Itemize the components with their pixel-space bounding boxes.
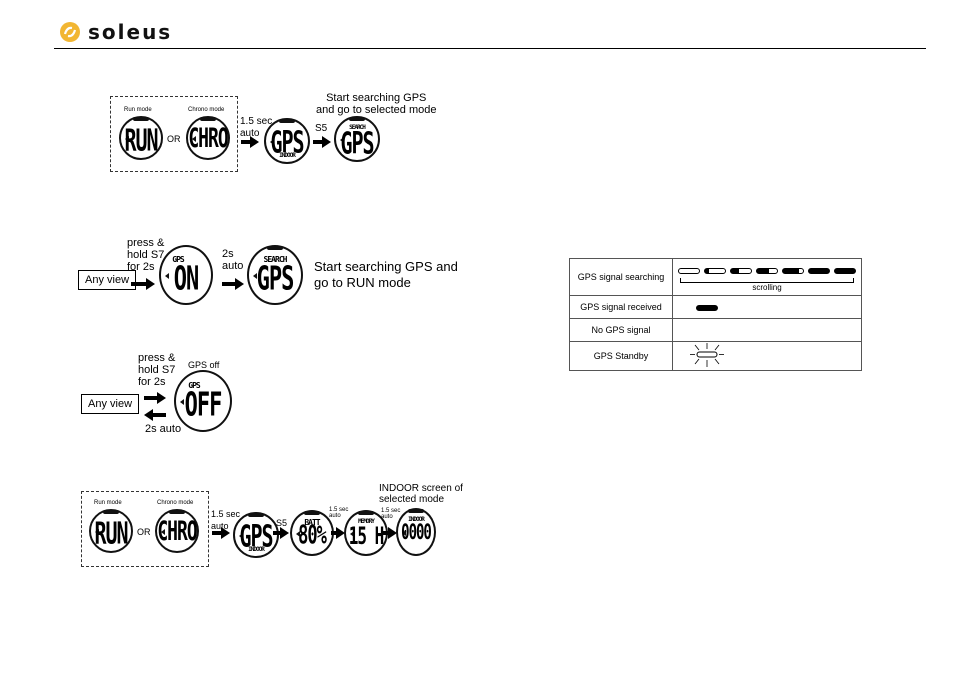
bar-fill-3-icon: [756, 268, 778, 275]
watch-search-run: SEARCH GPS: [247, 245, 303, 305]
arrow-right-icon: [144, 392, 166, 404]
row-label: No GPS signal: [569, 318, 673, 342]
gps-display: GPS: [239, 518, 273, 554]
row-label: GPS signal searching: [569, 258, 673, 296]
step2-label: S5: [276, 518, 288, 528]
step2-label: S5: [315, 123, 328, 134]
chrono-mode-label: Chrono mode: [157, 500, 194, 506]
brand-name: soleus: [88, 20, 173, 44]
step1-label: 1.5 sec auto: [211, 509, 241, 531]
any-view-box: Any view: [81, 394, 140, 414]
arrow-left-icon: [144, 409, 166, 421]
run-display: RUN: [94, 515, 128, 551]
watch-gps-on: GPS ON: [159, 245, 213, 305]
gps-signal-table: GPS signal searching scrolling GPS signa…: [569, 258, 862, 371]
watch-gps-indoor: GPS INDOOR: [264, 118, 310, 164]
bar-empty-icon: [678, 268, 700, 275]
search-display: GPS: [256, 260, 295, 299]
back-label: 2s auto: [145, 423, 182, 435]
watch-search: SEARCH GPS: [334, 116, 380, 162]
run-mode-label: Run mode: [124, 107, 152, 113]
gps-on-title: GPS: [172, 255, 184, 264]
brand-logo: soleus: [60, 20, 172, 44]
received-indicator: [672, 295, 862, 319]
bar-fill-4-icon: [782, 268, 804, 275]
watch-chrono: CHRO: [155, 509, 199, 553]
bar-fill-1-icon: [704, 268, 726, 275]
bar-fill-2-icon: [730, 268, 752, 275]
gps-off-label: GPS off: [188, 360, 220, 370]
bar-full-icon: [808, 268, 830, 275]
indoor-display: 0000: [401, 521, 432, 545]
watch-indoor: INDOOR 0000: [396, 508, 436, 556]
off-display: OFF: [184, 386, 223, 425]
mode-select-box-1: [110, 96, 238, 172]
chrono-display: CHRO: [188, 122, 228, 155]
flow2-caption: Start searching GPS and go to RUN mode: [314, 259, 458, 290]
watch-chrono: CHRO: [186, 116, 230, 160]
run-display: RUN: [124, 122, 158, 158]
any-view-box: Any view: [78, 270, 137, 290]
search-title: SEARCH: [349, 124, 366, 131]
gps-sub-display: INDOOR: [248, 546, 265, 553]
flow4-caption: INDOOR screen of selected mode: [379, 483, 463, 505]
gps-off-title: GPS: [188, 381, 200, 390]
scroll-brace-icon: [680, 277, 854, 283]
or-text: OR: [137, 527, 151, 537]
arrow-right-icon: [131, 278, 155, 290]
watch-run: RUN: [89, 509, 133, 553]
watch-batt: BATT 80%: [290, 510, 334, 556]
scrolling-note: scrolling: [752, 282, 782, 292]
arrow-right-icon: [383, 527, 397, 539]
watch-memory: MEMORY 15 H: [344, 510, 388, 556]
batt-title: BATT: [304, 518, 320, 527]
watch-run: RUN: [119, 116, 163, 160]
standby-indicator: [672, 341, 862, 371]
chrono-mode-label: Chrono mode: [188, 107, 225, 113]
search-display: GPS: [340, 125, 374, 161]
searching-indicator: scrolling: [672, 258, 862, 296]
indoor-title: INDOOR: [408, 516, 425, 523]
gps-sub-display: INDOOR: [279, 152, 296, 159]
chrono-display: CHRO: [157, 515, 197, 548]
memory-display: 15 H: [348, 521, 385, 550]
gps-display: GPS: [270, 124, 304, 160]
table-row: No GPS signal: [569, 318, 862, 342]
arrow-right-icon: [313, 136, 331, 148]
run-mode-label: Run mode: [94, 500, 122, 506]
watch-gps-off: GPS OFF: [174, 370, 232, 432]
table-row: GPS signal searching scrolling: [569, 258, 862, 296]
table-row: GPS Standby: [569, 341, 862, 371]
search-title: SEARCH: [263, 255, 288, 264]
or-text: OR: [167, 134, 181, 144]
press-hold-label: press & hold S7 for 2s: [138, 352, 176, 388]
step1-label: 1.5 sec auto: [240, 116, 273, 139]
arrow-right-icon: [222, 278, 244, 290]
flow1-caption: Start searching GPS and go to selected m…: [316, 92, 437, 116]
row-label: GPS signal received: [569, 295, 673, 319]
step4-label: 1.5 sec auto: [381, 508, 401, 520]
mode-select-box-2: [81, 491, 209, 567]
no-signal-indicator: [672, 318, 862, 342]
row-label: GPS Standby: [569, 341, 673, 371]
blinking-bar-icon: [690, 343, 724, 367]
header-divider: [54, 48, 926, 49]
arrow-right-icon: [331, 527, 345, 539]
table-row: GPS signal received: [569, 295, 862, 319]
batt-display: 80%: [298, 521, 327, 551]
on-display: ON: [173, 260, 200, 299]
bar-full-icon: [696, 304, 718, 311]
watch-gps-indoor: GPS INDOOR: [233, 512, 279, 558]
arrow-right-icon: [212, 527, 230, 539]
auto-label: 2s auto: [222, 248, 244, 272]
bar-full-icon: [834, 268, 856, 275]
arrow-right-icon: [273, 527, 289, 539]
soleus-logo-icon: [60, 22, 80, 42]
memory-title: MEMORY: [358, 518, 375, 525]
arrow-right-icon: [241, 136, 259, 148]
step3-label: 1.5 sec auto: [329, 507, 349, 519]
press-hold-label: press & hold S7 for 2s: [127, 237, 165, 273]
